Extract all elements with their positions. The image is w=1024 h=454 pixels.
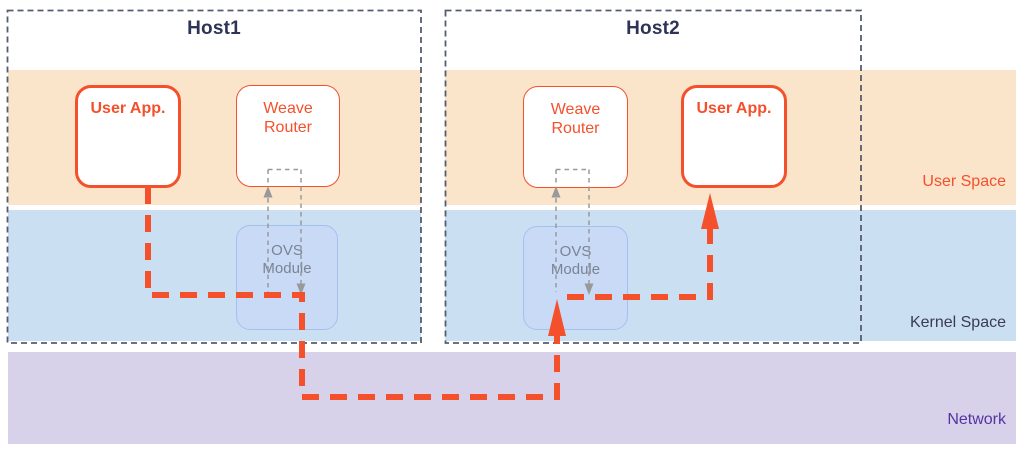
host2-ovs-module-label: OVS Module (550, 243, 601, 278)
user-space-band-host1 (8, 70, 421, 205)
network-band (8, 352, 1016, 444)
host2-weave-router-label: Weave Router (550, 101, 601, 137)
kernel-space-band-host1 (8, 210, 421, 341)
host2-user-app-node: User App. (681, 85, 787, 188)
host1-weave-router-label: Weave Router (263, 100, 313, 136)
user-space-label: User Space (922, 173, 1006, 190)
host2-weave-router-node: Weave Router (523, 86, 628, 188)
host2-ovs-module-node: OVS Module (523, 226, 628, 330)
host1-ovs-module-label: OVS Module (262, 242, 312, 277)
host1-user-app-node: User App. (75, 85, 181, 188)
host2-title: Host2 (626, 18, 680, 39)
host1-weave-router-node: Weave Router (236, 85, 340, 187)
host1-ovs-module-node: OVS Module (236, 225, 338, 330)
network-label: Network (947, 411, 1006, 428)
host1-user-app-label: User App. (90, 100, 166, 117)
host1-title: Host1 (187, 18, 241, 39)
host2-user-app-label: User App. (696, 100, 772, 117)
kernel-space-label: Kernel Space (909, 314, 1006, 331)
